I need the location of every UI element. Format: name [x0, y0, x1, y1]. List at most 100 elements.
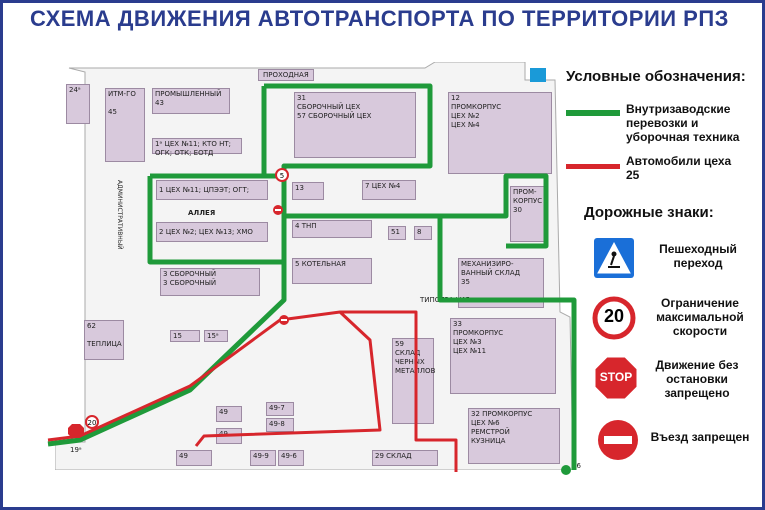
building-kotelnaya: 5 КОТЕЛЬНАЯ: [292, 258, 372, 284]
building-label: 1ᵃ: [155, 140, 163, 148]
building-label: ЦЕХ №4: [371, 182, 401, 190]
building-ceh11: 1 ЦЕХ №11; ЦПЭЭТ; ОГТ;: [156, 180, 268, 200]
building-24a: 24ᵃ: [66, 84, 90, 124]
crosswalk-icon: [594, 238, 634, 278]
building-label: 33: [453, 320, 462, 328]
building-49-8: 49-8: [266, 418, 294, 432]
building-label: СБОРОЧНЫЙ: [169, 270, 217, 278]
building-label: ЦЕХ №11; КТО НТ; ОГК; ОТК; ЕОТД: [155, 140, 231, 157]
building-label: 13: [295, 184, 304, 192]
building-label: ЦЕХ №6: [471, 419, 500, 427]
building-label: 29: [375, 452, 384, 460]
building-label: 35: [461, 278, 470, 286]
speed-limit-value: 20: [603, 306, 625, 326]
building-label: КОТЕЛЬНАЯ: [301, 260, 346, 268]
building-label: 8: [417, 228, 422, 236]
building-15: 15: [170, 330, 200, 342]
building-label: 15ᵃ: [207, 332, 219, 340]
admin-label: АДМИНИСТРАТИВНЫЙ: [116, 180, 123, 250]
building-label: 43: [155, 99, 164, 107]
legend-crosswalk-text: Пешеходный переход: [659, 242, 737, 270]
alleya-label: АЛЛЕЯ: [188, 209, 216, 217]
building-label: 12: [451, 94, 460, 102]
building-label: 49: [179, 452, 188, 460]
building-49c: 49: [176, 450, 212, 466]
building-label: ЦЕХ №2: [451, 112, 480, 120]
building-label: 3: [163, 279, 168, 287]
building-label: РЕМСТРОЙ: [471, 428, 510, 436]
building-label: СБОРОЧНЫЙ: [169, 279, 217, 287]
building-label: МЕХАНИЗИРО-ВАННЫЙ СКЛАД: [461, 260, 521, 277]
building-49b: 49: [216, 428, 242, 444]
building-label: ИТМ-ГО: [108, 90, 136, 98]
building-label: 5: [295, 260, 300, 268]
building-label: ПРОМКОРПУС: [451, 103, 502, 111]
building-49-7: 49-7: [266, 402, 294, 416]
building-label: ТНП: [301, 222, 317, 230]
building-label: ТЕПЛИЦА: [87, 340, 122, 348]
building-label: 57: [297, 112, 306, 120]
stop-sign-icon: [594, 356, 638, 400]
label-86: 86: [572, 462, 581, 470]
building-label: 32: [471, 410, 480, 418]
building-label: 7: [365, 182, 370, 190]
legend-signs-heading: Дорожные знаки:: [584, 204, 714, 221]
legend-green-line-icon: [566, 110, 620, 116]
label-19a: 19ᵃ: [70, 446, 82, 454]
legend-speed-text: Ограничение максимальной скорости: [656, 296, 744, 338]
building-label: 45: [108, 108, 117, 116]
building-49-9: 49-9: [250, 450, 276, 466]
building-13: 13: [292, 182, 324, 200]
building-label: ПРОМКОРПУС: [482, 410, 533, 418]
building-label: 49-9: [253, 452, 269, 460]
building-label: СКЛАД: [386, 452, 412, 460]
building-49a: 49: [216, 406, 242, 422]
proxodnaya-label: ПРОХОДНАЯ: [258, 69, 314, 81]
building-label: 15: [173, 332, 182, 340]
building-label: 4: [295, 222, 300, 230]
building-label: ЦЕХ №2; ЦЕХ №13; ХМО: [165, 228, 253, 236]
building-label: ПРОМЫШЛЕННЫЙ: [155, 90, 222, 98]
building-label: ЦЕХ №11; ЦПЭЭТ; ОГТ;: [165, 186, 250, 194]
building-label: 49: [219, 430, 228, 438]
building-label: 62: [87, 322, 96, 330]
building-label: ПРОМКОРПУС: [453, 329, 504, 337]
building-itm-go: ИТМ-ГО 45: [105, 88, 145, 162]
building-label: ПРОМ-КОРПУС: [513, 188, 543, 205]
legend-green-text: Внутризаводские перевозки и уборочная те…: [626, 102, 740, 144]
building-51: 51: [388, 226, 406, 240]
building-label: 49-8: [269, 420, 285, 428]
building-8: 8: [414, 226, 432, 240]
speed-limit-icon: [592, 296, 636, 340]
legend-no-entry-text: Въезд запрещен: [650, 430, 750, 444]
building-49-6: 49-6: [278, 450, 304, 466]
building-ceh2: 2 ЦЕХ №2; ЦЕХ №13; ХМО: [156, 222, 268, 242]
building-label: 2: [159, 228, 164, 236]
building-15a: 15ᵃ: [204, 330, 228, 342]
building-label: СБОРОЧНЫЙ ЦЕХ: [297, 103, 361, 111]
building-label: СКЛАД ЧЕРНЫХ МЕТАЛЛОВ: [395, 349, 436, 375]
tipografia-label: ТИПОГРАФИЯ: [420, 296, 470, 304]
building-label: 51: [391, 228, 400, 236]
building-sklad-29: 29 СКЛАД: [372, 450, 438, 466]
building-ceh4: 7 ЦЕХ №4: [362, 180, 416, 200]
building-label: 30: [513, 206, 522, 214]
building-label: 49-6: [281, 452, 297, 460]
legend-red-line-icon: [566, 164, 620, 169]
building-label: ЦЕХ №11: [453, 347, 487, 355]
building-label: 3: [163, 270, 168, 278]
legend-heading: Условные обозначения:: [566, 68, 746, 85]
building-label: 1: [159, 186, 164, 194]
no-entry-icon: [598, 420, 638, 460]
building-label: 49-7: [269, 404, 285, 412]
stop-sign-word: STOP: [599, 370, 633, 384]
